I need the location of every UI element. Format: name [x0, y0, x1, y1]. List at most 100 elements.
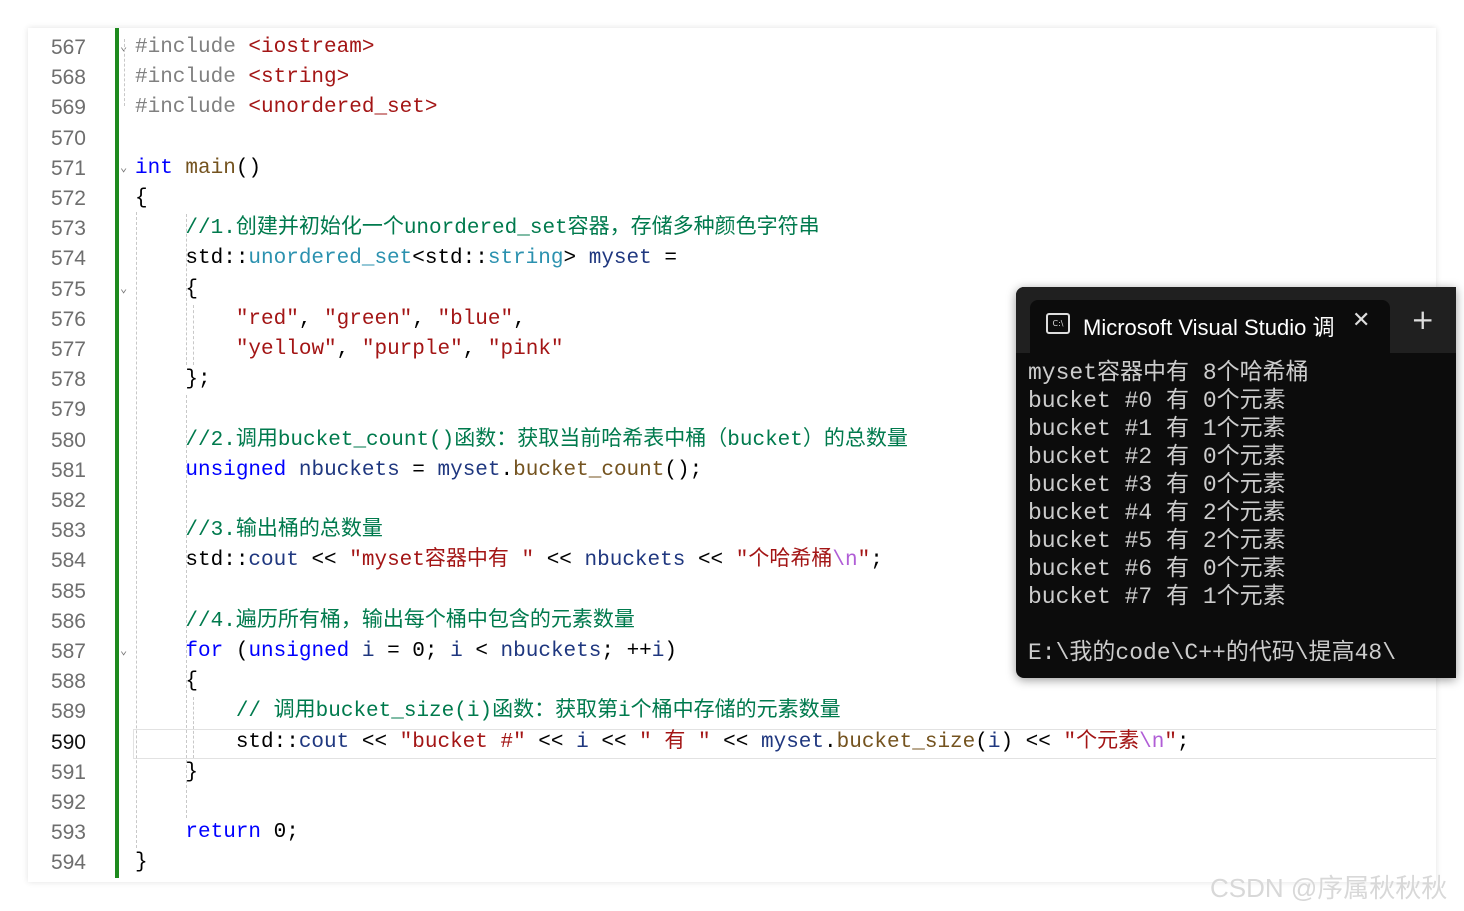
code-token: }: [135, 760, 199, 784]
code-token: <<: [298, 549, 350, 573]
code-line[interactable]: for (unsigned i = 0; i < nbuckets; ++i): [135, 637, 677, 667]
indent-guide: [186, 395, 187, 819]
code-token: {: [135, 670, 199, 694]
code-line[interactable]: {: [135, 184, 148, 214]
indent-guide: [186, 214, 187, 366]
code-token: //2.调用bucket_count()函数：获取当前哈希表中桶（bucket）…: [185, 428, 908, 452]
code-line[interactable]: //1.创建并初始化一个unordered_set容器，存储多种颜色字符串: [135, 214, 819, 244]
code-line[interactable]: "red", "green", "blue",: [135, 305, 526, 335]
line-number: 568: [50, 66, 86, 90]
code-token: nbuckets: [298, 458, 400, 482]
code-token: ; ++: [601, 640, 652, 663]
code-token: (: [223, 640, 249, 663]
code-line[interactable]: std::cout << "bucket #" << i << " 有 " <<…: [135, 728, 1190, 758]
code-line[interactable]: std::unordered_set<std::string> myset =: [135, 244, 677, 274]
code-token: " 有 ": [639, 730, 711, 754]
code-line[interactable]: //2.调用bucket_count()函数：获取当前哈希表中桶（bucket）…: [135, 426, 908, 456]
code-line[interactable]: #include <iostream>: [135, 33, 374, 63]
fold-toggle-icon[interactable]: ⌄: [120, 281, 128, 296]
code-token: cout: [248, 549, 299, 573]
fold-toggle-icon[interactable]: ⌄: [120, 160, 128, 175]
new-tab-button[interactable]: +: [1411, 303, 1435, 336]
code-token: [286, 459, 299, 482]
code-token: std::: [135, 730, 299, 754]
code-token: i: [361, 640, 375, 663]
code-token: = 0;: [374, 640, 451, 663]
line-number: 571: [50, 156, 86, 180]
change-indicator-bar: [115, 28, 119, 878]
code-line[interactable]: {: [135, 275, 198, 305]
code-token: (): [235, 156, 262, 180]
code-token: <<: [685, 549, 736, 573]
code-token: [135, 217, 185, 240]
code-token: }: [135, 851, 148, 875]
code-line[interactable]: }: [135, 758, 198, 788]
code-token: ) <<: [1000, 730, 1064, 754]
code-line[interactable]: }: [135, 848, 148, 878]
line-number: 590: [50, 730, 86, 754]
watermark: CSDN @序属秋秋秋: [1210, 873, 1448, 903]
indent-guide: [193, 697, 194, 758]
code-token: myset: [761, 730, 825, 754]
code-token: main: [185, 156, 236, 180]
code-token: <: [462, 640, 501, 663]
code-token: // 调用bucket_size(i)函数：获取第i个桶中存储的元素数量: [235, 700, 841, 724]
code-line[interactable]: #include <unordered_set>: [135, 93, 437, 123]
code-token: (: [975, 730, 988, 754]
code-line[interactable]: //4.遍历所有桶，输出每个桶中包含的元素数量: [135, 607, 634, 637]
code-line[interactable]: #include <string>: [135, 63, 349, 93]
code-token: "purple": [361, 338, 463, 361]
code-token: ,: [336, 338, 362, 361]
line-number: 579: [50, 398, 86, 422]
code-token: };: [135, 368, 211, 392]
console-output-line: bucket #3 有 0个元素: [1028, 472, 1286, 498]
code-line[interactable]: };: [135, 365, 211, 395]
code-token: [135, 821, 185, 844]
code-token: std::: [135, 549, 249, 573]
line-number: 591: [50, 760, 86, 784]
code-token: nbuckets: [584, 549, 686, 573]
code-token: \n: [832, 549, 858, 573]
code-token: <iostream>: [248, 36, 375, 59]
code-token: "个元素: [1063, 730, 1140, 754]
console-output-line: bucket #2 有 0个元素: [1028, 444, 1286, 470]
code-token: .: [824, 730, 837, 754]
code-token: int: [135, 156, 173, 180]
current-line-highlight: [133, 728, 1436, 759]
code-token: ,: [412, 307, 438, 331]
code-token: //3.输出桶的总数量: [185, 519, 383, 543]
code-token: ;: [870, 549, 883, 573]
code-token: [135, 610, 185, 633]
fold-toggle-icon[interactable]: ⌄: [120, 40, 128, 54]
code-line[interactable]: int main(): [135, 154, 261, 184]
line-number: 574: [50, 247, 86, 271]
console-window[interactable]: C:\ Microsoft Visual Studio 调试控制台 ✕ + my…: [1016, 287, 1456, 678]
line-number: 570: [50, 126, 86, 150]
code-line[interactable]: unsigned nbuckets = myset.bucket_count()…: [135, 456, 702, 486]
code-token: ,: [513, 307, 526, 331]
code-line[interactable]: "yellow", "purple", "pink": [135, 335, 564, 365]
code-token: =: [651, 247, 677, 271]
close-icon[interactable]: ✕: [1352, 308, 1371, 333]
code-token: i: [987, 730, 1001, 754]
code-token: >: [563, 247, 589, 271]
code-token: bucket_count: [513, 458, 665, 482]
code-token: #include: [135, 96, 249, 120]
code-token: cout: [298, 730, 350, 754]
terminal-tab[interactable]: C:\ Microsoft Visual Studio 调试控制台 ✕: [1030, 300, 1390, 353]
code-token: ,: [298, 307, 325, 331]
code-token: [135, 459, 185, 482]
code-line[interactable]: std::cout << "myset容器中有 " << nbuckets <<…: [135, 546, 883, 576]
code-line[interactable]: return 0;: [135, 818, 298, 848]
line-number: 572: [50, 187, 86, 210]
code-line[interactable]: //3.输出桶的总数量: [135, 516, 383, 546]
line-number: 582: [50, 489, 86, 512]
code-token: [135, 640, 185, 663]
console-output-line: [1028, 611, 1396, 639]
line-number: 584: [50, 549, 86, 573]
code-token: [135, 429, 185, 452]
fold-toggle-icon[interactable]: ⌄: [120, 644, 128, 658]
code-line[interactable]: {: [135, 667, 198, 697]
code-line[interactable]: // 调用bucket_size(i)函数：获取第i个桶中存储的元素数量: [135, 697, 841, 727]
code-token: for: [185, 640, 224, 663]
